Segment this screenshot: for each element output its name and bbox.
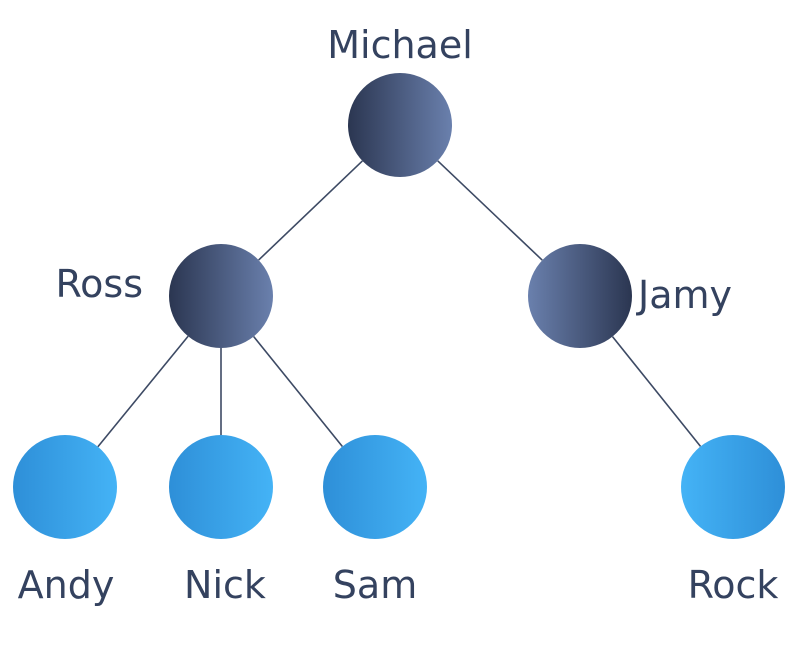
node-label-ross: Ross <box>55 262 143 306</box>
node-label-sam: Sam <box>333 563 417 607</box>
node-label-andy: Andy <box>18 563 115 607</box>
node-jamy <box>528 244 632 348</box>
edge-michael-ross <box>258 160 363 261</box>
node-nick <box>169 435 273 539</box>
node-label-jamy: Jamy <box>636 273 732 317</box>
node-michael <box>348 73 452 177</box>
edge-michael-jamy <box>437 160 543 261</box>
edge-ross-andy <box>97 335 189 448</box>
node-sam <box>323 435 427 539</box>
edge-ross-sam <box>253 335 343 448</box>
node-andy <box>13 435 117 539</box>
tree-nodes <box>13 73 785 539</box>
node-rock <box>681 435 785 539</box>
node-ross <box>169 244 273 348</box>
node-label-rock: Rock <box>688 563 779 607</box>
tree-edges <box>97 160 702 448</box>
node-label-michael: Michael <box>327 23 473 67</box>
node-label-nick: Nick <box>184 563 266 607</box>
edge-jamy-rock <box>611 336 702 447</box>
